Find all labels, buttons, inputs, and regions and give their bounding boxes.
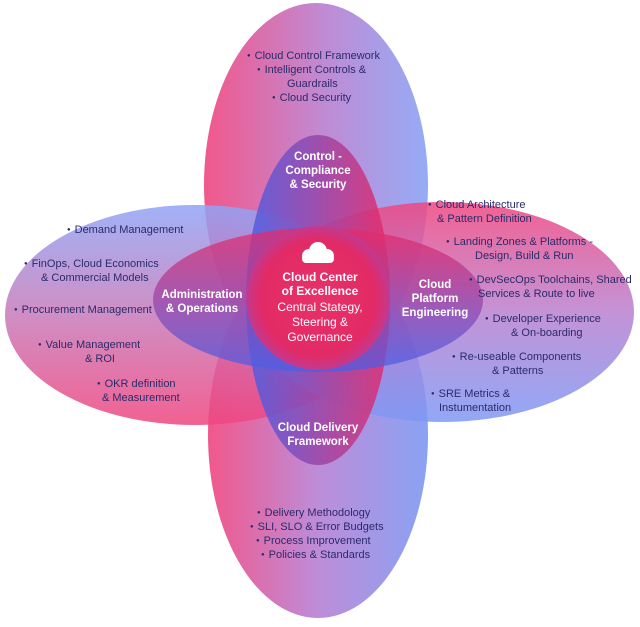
bottom-item-policies-standards: Policies & Standards xyxy=(261,549,371,562)
left-heading-line1: Administration xyxy=(161,289,243,301)
bottom-item-process-improvement: Process Improvement xyxy=(256,535,371,548)
right-heading-line1: Cloud xyxy=(418,279,452,291)
center-title-line1: Cloud Center xyxy=(282,270,358,284)
right-item-onboarding: & On-boarding xyxy=(511,327,583,339)
left-heading-line2: & Operations xyxy=(165,303,239,315)
center-title: Cloud Center of Excellence xyxy=(250,270,390,298)
right-item-developer-experience: Developer Experience xyxy=(485,313,601,326)
bottom-item-delivery-methodology: Delivery Methodology xyxy=(257,507,371,520)
top-item-guardrails: Guardrails xyxy=(287,78,338,90)
right-item-devsecops: DevSecOps Toolchains, Shared xyxy=(469,274,632,287)
left-item-roi: & ROI xyxy=(85,353,115,365)
left-item-measurement: & Measurement xyxy=(102,392,180,404)
left-item-commercial-models: & Commercial Models xyxy=(41,272,149,284)
top-heading-line1: Control - xyxy=(294,151,342,163)
top-item-intelligent-controls: Intelligent Controls & xyxy=(257,64,367,77)
center-circle xyxy=(246,226,390,370)
right-item-design-build-run: Design, Build & Run xyxy=(475,250,574,262)
left-heading: Administration & Operations xyxy=(152,288,252,316)
center-sub-line3: Governance xyxy=(287,330,353,344)
right-item-route-to-live: Services & Route to live xyxy=(478,288,595,300)
right-item-sre-metrics: SRE Metrics & xyxy=(431,388,511,401)
right-heading-line3: Engineering xyxy=(401,307,469,319)
right-heading: Cloud Platform Engineering xyxy=(395,278,475,320)
center-sub-line2: Steering & xyxy=(291,315,349,329)
cloud-icon xyxy=(302,242,334,263)
bottom-heading: Cloud Delivery Framework xyxy=(263,421,373,449)
right-heading-line2: Platform xyxy=(411,293,459,305)
left-item-demand-management: Demand Management xyxy=(67,224,184,237)
right-item-cloud-architecture: Cloud Architecture xyxy=(428,199,526,212)
top-item-cloud-security: Cloud Security xyxy=(272,92,352,105)
center-title-line2: of Excellence xyxy=(281,284,359,298)
left-item-okr-definition: OKR definition xyxy=(97,378,176,391)
right-item-landing-zones: Landing Zones & Platforms - xyxy=(446,236,593,249)
top-heading: Control - Compliance & Security xyxy=(278,150,358,192)
left-item-finops: FinOps, Cloud Economics xyxy=(24,258,159,271)
right-item-pattern-definition: & Pattern Definition xyxy=(437,213,532,225)
bottom-heading-line2: Framework xyxy=(287,436,349,448)
center-sub-line1: Central Stategy, xyxy=(277,300,363,314)
right-item-patterns: & Patterns xyxy=(492,365,544,377)
top-heading-line3: & Security xyxy=(289,179,347,191)
bottom-item-sli-slo: SLI, SLO & Error Budgets xyxy=(250,521,384,534)
right-item-reuseable-components: Re-useable Components xyxy=(452,351,582,364)
center-subtitle: Central Stategy, Steering & Governance xyxy=(250,300,390,345)
bottom-heading-line1: Cloud Delivery xyxy=(277,422,359,434)
right-item-instrumentation: Instumentation xyxy=(439,402,512,414)
left-item-procurement-management: Procurement Management xyxy=(14,304,152,317)
top-heading-line2: Compliance xyxy=(285,165,351,177)
top-item-cloud-control-framework: Cloud Control Framework xyxy=(247,50,380,63)
left-item-value-management: Value Management xyxy=(38,339,141,352)
